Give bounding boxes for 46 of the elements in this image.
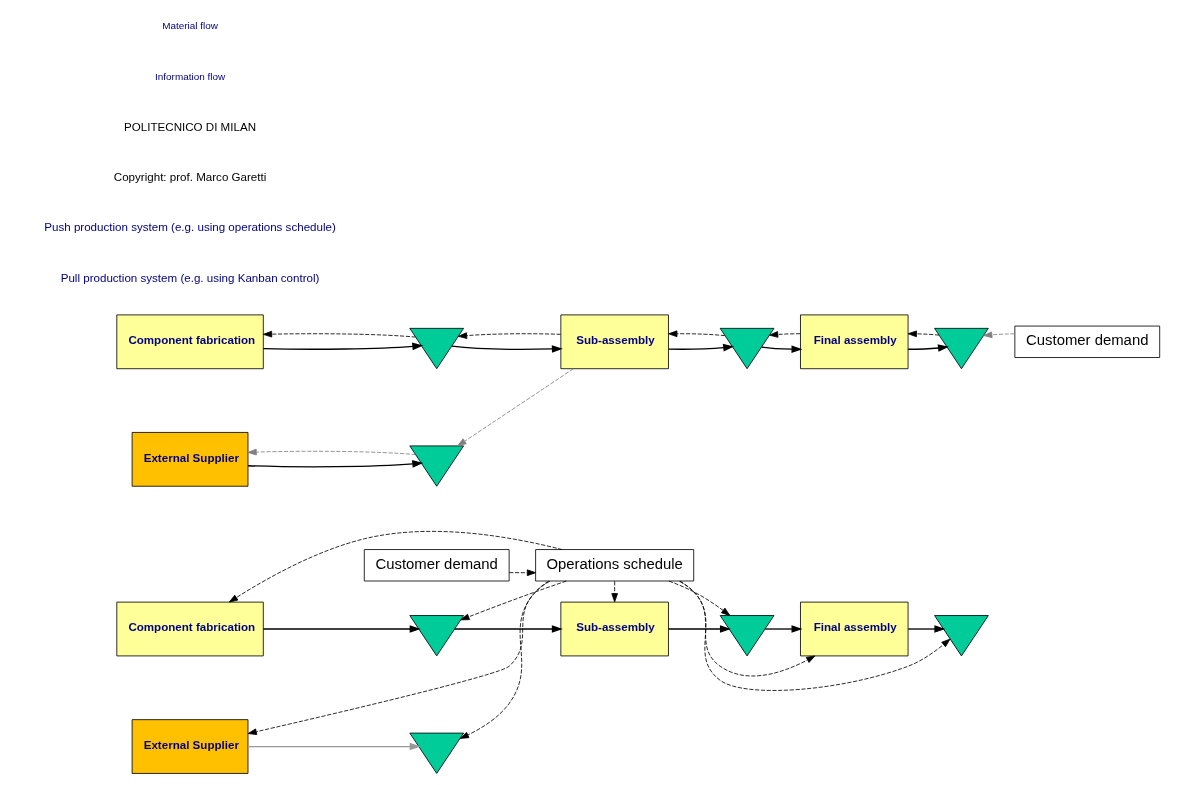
node-box: External Supplier	[131, 432, 249, 487]
arrow	[668, 625, 731, 633]
label: POLITECNICO DI MILAN	[124, 120, 256, 133]
arrow	[668, 343, 735, 352]
arrow	[247, 580, 551, 735]
label: Copyright: prof. Marco Garetti	[113, 170, 267, 183]
node-box: Customer demand	[363, 549, 510, 582]
arrow	[668, 580, 731, 616]
arrow	[247, 460, 424, 468]
arrow	[983, 331, 1016, 339]
arrow	[668, 330, 726, 338]
legend-label: Material flow	[162, 20, 218, 32]
arrow	[907, 625, 946, 633]
arrow	[508, 569, 536, 577]
label: Pull production system (e.g. using Kanban control)	[60, 271, 320, 284]
node-box: Component fabrication	[116, 314, 264, 370]
node-box: Sub-assembly	[560, 601, 669, 657]
arrow	[457, 368, 574, 447]
legend-label: Information flow	[155, 70, 226, 82]
arrow	[769, 331, 801, 338]
node-box: Customer demand	[1014, 325, 1161, 358]
arrow	[460, 580, 567, 621]
arrow	[764, 625, 803, 633]
arrow	[454, 625, 563, 633]
node-box: Final assembly	[800, 601, 909, 657]
arrow	[262, 330, 416, 338]
arrow	[459, 580, 550, 739]
arrow	[247, 742, 421, 751]
node-box: External Supplier	[131, 719, 249, 774]
arrow	[907, 330, 940, 338]
arrow	[761, 345, 803, 353]
arrow	[262, 342, 424, 351]
arrow	[679, 580, 951, 691]
arrow	[228, 530, 563, 603]
arrow	[611, 580, 618, 603]
arrow	[451, 345, 563, 353]
arrow	[679, 580, 816, 677]
node-box: Operations schedule	[535, 549, 695, 582]
node-box: Final assembly	[800, 314, 909, 370]
node-box: Component fabrication	[116, 601, 264, 657]
node-box: Sub-assembly	[560, 314, 669, 370]
label: Push production system (e.g. using operations schedule)	[44, 221, 336, 234]
arrow	[458, 332, 561, 339]
arrow	[247, 448, 416, 456]
arrow	[262, 625, 421, 633]
arrow	[907, 344, 949, 352]
